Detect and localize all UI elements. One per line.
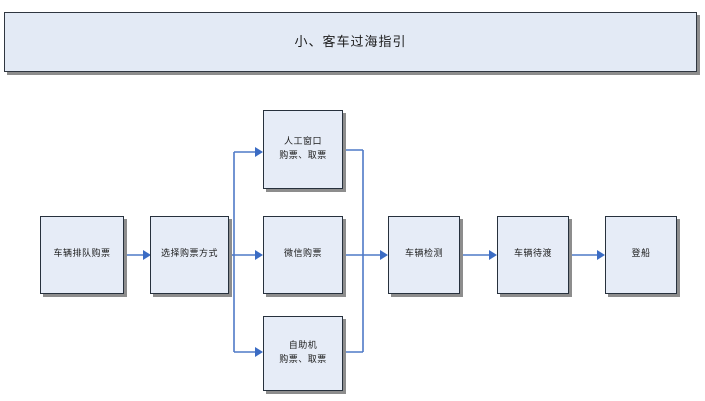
edge-method-to-branch-bus	[229, 152, 235, 352]
node-vehicle-inspection[interactable]: 车辆检测	[388, 216, 460, 294]
edge-queue-to-method	[124, 250, 151, 260]
node-boarding[interactable]: 登船	[605, 216, 677, 294]
node-label-line: 微信购票	[283, 249, 322, 260]
node-label-line: 购票、取票	[279, 354, 327, 365]
edge-branch-to-kiosk	[234, 347, 263, 357]
page-title: 小、客车过海指引	[294, 34, 407, 50]
node-vehicle-waiting-area[interactable]: 车辆待渡	[497, 216, 569, 294]
node-label-line: 车辆检测	[404, 249, 443, 260]
node-label-line: 人工窗口	[283, 137, 322, 147]
edge-branch-to-counter	[234, 147, 263, 157]
node-label-line: 自助机	[288, 341, 318, 351]
node-label-line: 登船	[631, 249, 651, 260]
edge-waiting-to-board	[569, 250, 605, 260]
node-vehicle-queue-ticketing[interactable]: 车辆排队购票	[40, 216, 124, 294]
edge-wechat-to-inspect	[343, 250, 388, 260]
node-label-line: 车辆排队购票	[53, 249, 111, 260]
edge-inspect-to-waiting	[460, 250, 497, 260]
node-label-line: 购票、取票	[279, 150, 327, 161]
node-label-line: 车辆待渡	[513, 249, 552, 260]
node-label-line: 选择购票方式	[160, 249, 218, 260]
node-select-ticketing-method[interactable]: 选择购票方式	[150, 216, 229, 294]
header-banner: 小、客车过海指引	[4, 12, 697, 72]
node-self-service-kiosk[interactable]: 自助机 购票、取票	[263, 316, 343, 391]
node-manual-counter[interactable]: 人工窗口 购票、取票	[263, 110, 343, 189]
node-wechat-ticketing[interactable]: 微信购票	[263, 216, 343, 294]
edge-branch-to-wechat	[234, 250, 263, 260]
